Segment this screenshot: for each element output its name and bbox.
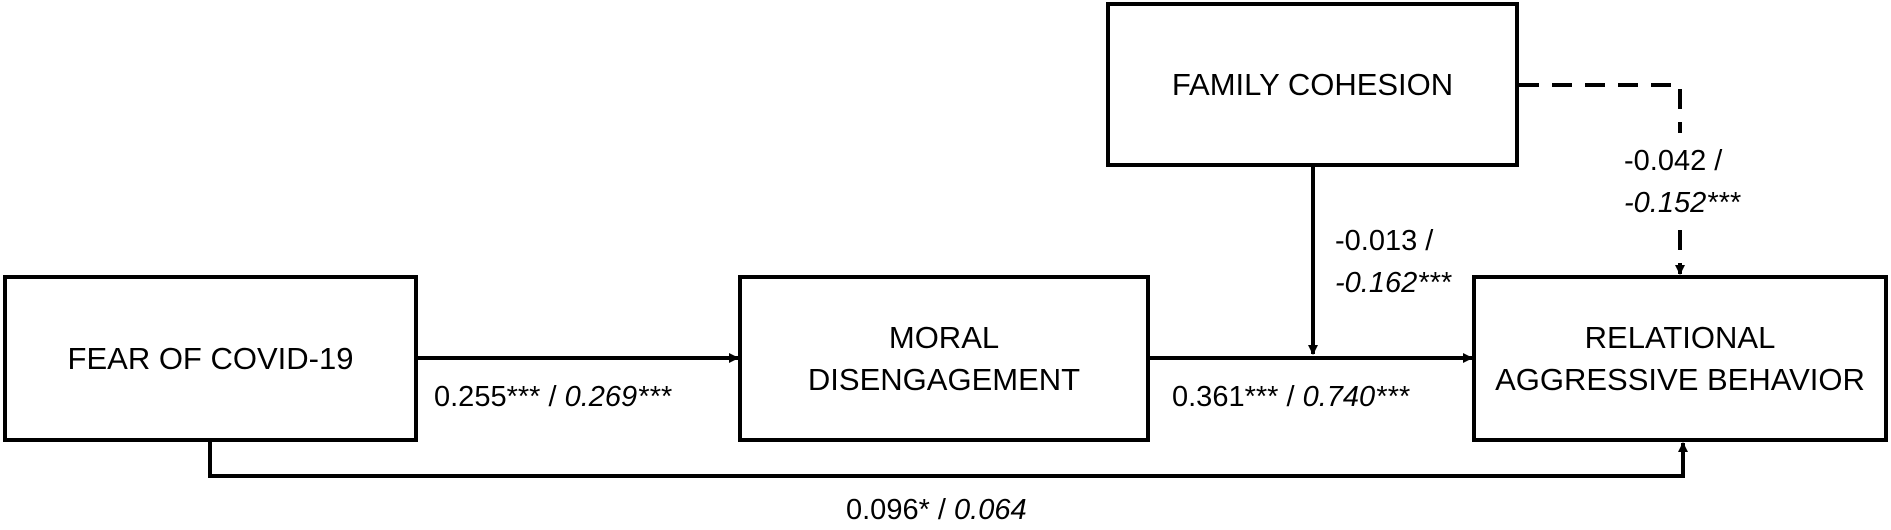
coef-family-to-relational-first: -0.042 / xyxy=(1624,145,1723,177)
coef-fear-to-relational-first: 0.096* xyxy=(846,494,930,526)
coef-family-moderation: -0.013 / xyxy=(1335,222,1433,260)
node-relational-label-line1: RELATIONAL xyxy=(1584,319,1776,355)
node-fear-of-covid: FEAR OF COVID-19 xyxy=(3,275,418,442)
coef-fear-to-moral-first: 0.255*** xyxy=(434,381,541,413)
coef-fear-to-moral-sep: / xyxy=(540,381,565,413)
coef-fear-to-relational-sep: / xyxy=(929,494,955,526)
coef-family-moderation-first: -0.013 / xyxy=(1335,225,1434,257)
node-moral-label-line1: MORAL xyxy=(888,319,1000,355)
coef-moral-to-relational-first: 0.361*** xyxy=(1172,381,1279,413)
node-relational-label-line2: AGGRESSIVE BEHAVIOR xyxy=(1495,361,1865,397)
arrow-family-to-relational-dashed xyxy=(1519,83,1682,133)
coef-fear-to-moral-second: 0.269*** xyxy=(564,381,672,413)
node-fear-label: FEAR OF COVID-19 xyxy=(67,340,354,376)
coef-family-to-relational-italic: -0.152*** xyxy=(1624,184,1740,222)
node-moral-label-line2: DISENGAGEMENT xyxy=(807,361,1081,397)
node-moral-disengagement: MORAL DISENGAGEMENT xyxy=(738,275,1150,442)
coef-moral-to-relational-second: 0.740*** xyxy=(1302,381,1410,413)
node-family-cohesion: FAMILY COHESION xyxy=(1106,2,1519,167)
node-family-label: FAMILY COHESION xyxy=(1171,66,1454,102)
coef-moral-to-relational: 0.361*** / 0.740*** xyxy=(1172,378,1409,416)
coef-family-to-relational: -0.042 / xyxy=(1624,142,1722,180)
coef-family-moderation-second: -0.162*** xyxy=(1335,267,1452,299)
coef-family-to-relational-second: -0.152*** xyxy=(1624,187,1741,219)
coef-family-moderation-italic: -0.162*** xyxy=(1335,264,1451,302)
arrow-fear-to-relational xyxy=(208,442,1688,478)
coef-moral-to-relational-sep: / xyxy=(1278,381,1303,413)
coef-fear-to-relational: 0.096* / 0.064 xyxy=(846,491,1027,529)
coef-fear-to-relational-second: 0.064 xyxy=(954,494,1027,526)
coef-fear-to-moral: 0.255*** / 0.269*** xyxy=(434,378,671,416)
node-relational-aggressive-behavior: RELATIONAL AGGRESSIVE BEHAVIOR xyxy=(1472,275,1888,442)
